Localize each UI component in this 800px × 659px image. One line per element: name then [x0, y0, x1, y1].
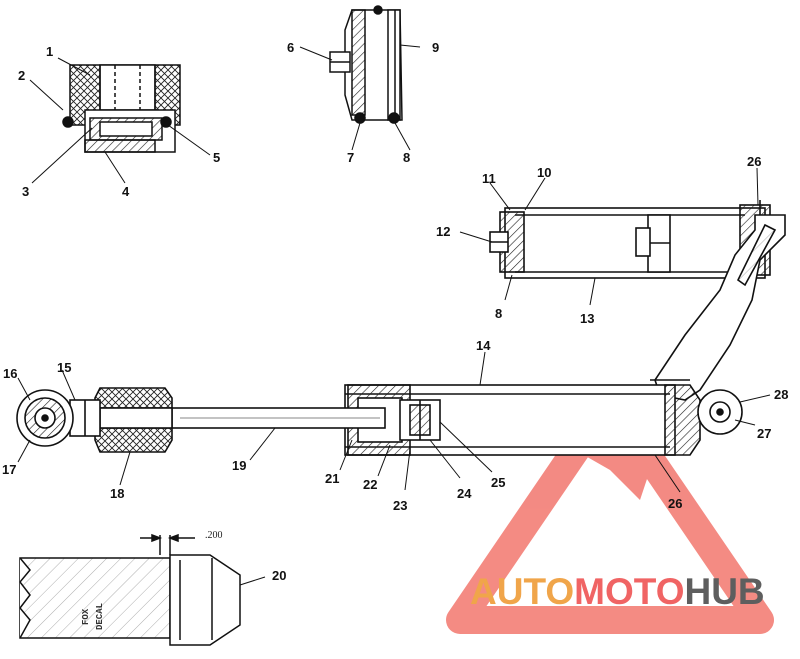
- part-label-7: 7: [347, 150, 354, 165]
- part-label-15: 15: [57, 360, 71, 375]
- reservoir-cap-detail: [329, 5, 403, 124]
- watermark-text: AUTOMOTOHUB: [470, 571, 765, 612]
- part-label-10: 10: [537, 165, 551, 180]
- svg-text:AUTOMOTOHUB: AUTOMOTOHUB: [470, 571, 765, 612]
- part-label-6: 6: [287, 40, 294, 55]
- part-label-16: 16: [3, 366, 17, 381]
- part-label-25: 25: [491, 475, 505, 490]
- part-label-18: 18: [110, 486, 124, 501]
- part-label-14: 14: [476, 338, 491, 353]
- bumper: [94, 387, 173, 453]
- part-label-13: 13: [580, 311, 594, 326]
- part-labels: 1 2 3 4 5 6 7 8 9 10 11 12 8 13 14 15 16…: [2, 40, 788, 630]
- part-label-27: 27: [757, 426, 771, 441]
- part-label-1: 1: [46, 44, 53, 59]
- decal-text-line1: FOX: [81, 608, 91, 625]
- part-label-17: 17: [2, 462, 16, 477]
- part-label-12: 12: [436, 224, 450, 239]
- part-label-19: 19: [232, 458, 246, 473]
- seal-assembly-detail: [62, 64, 181, 153]
- part-label-22: 22: [363, 477, 377, 492]
- part-label-26-top: 26: [747, 154, 761, 169]
- part-label-8: 8: [403, 150, 410, 165]
- decal-text-line2: DECAL: [95, 603, 105, 630]
- part-label-20: 20: [272, 568, 286, 583]
- part-label-21: 21: [325, 471, 339, 486]
- part-label-11: 11: [482, 171, 496, 186]
- part-label-24: 24: [457, 486, 472, 501]
- leader-lines: [17, 44, 771, 586]
- part-label-5: 5: [213, 150, 220, 165]
- reservoir-body: [489, 200, 771, 279]
- part-label-8b: 8: [495, 306, 502, 321]
- part-label-4: 4: [122, 184, 130, 199]
- dimension-label: .200: [205, 530, 223, 541]
- watermark-part1: AUTO: [470, 571, 574, 612]
- part-label-28: 28: [774, 387, 788, 402]
- part-label-2: 2: [18, 68, 25, 83]
- part-label-9: 9: [432, 40, 439, 55]
- part-label-23: 23: [393, 498, 407, 513]
- part-label-3: 3: [22, 184, 29, 199]
- watermark-part2: MOTO: [574, 571, 684, 612]
- watermark-part3: HUB: [684, 571, 764, 612]
- shaft-eyelet: [16, 389, 101, 447]
- shock-body: [344, 379, 743, 456]
- decal-detail: [19, 533, 241, 646]
- part-label-26-bottom: 26: [668, 496, 682, 511]
